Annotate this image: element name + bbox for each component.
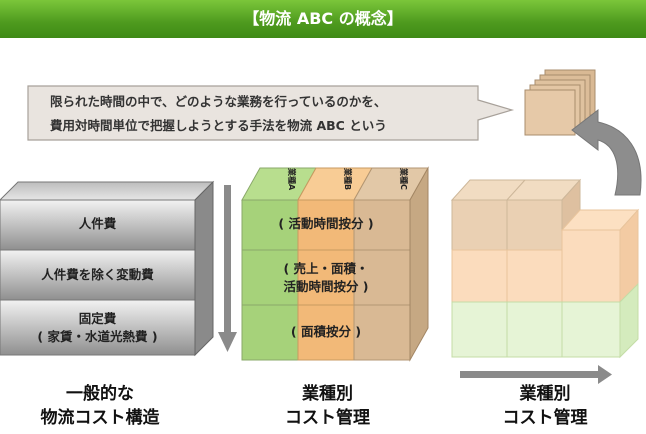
middle-cost-stack bbox=[241, 166, 429, 362]
column-header-c: 業種C bbox=[399, 168, 408, 190]
column-header-b: 業種B bbox=[343, 168, 352, 191]
middle-layer-label-3: ( 面積按分 ) bbox=[290, 324, 362, 339]
column-header-a: 業種A bbox=[287, 168, 296, 191]
bubble-line-1: 限られた時間の中で、どのような業務を行っているのかを、 bbox=[50, 94, 387, 109]
bubble-line-2: 費用対時間単位で把握しようとする手法を物流 ABC という bbox=[50, 118, 387, 133]
right-cost-stack bbox=[450, 178, 640, 359]
left-layer-label-1: 人件費 bbox=[78, 216, 117, 231]
bubble-text: 限られた時間の中で、どのような業務を行っているのかを、 費用対時間単位で把握しよ… bbox=[50, 90, 490, 138]
left-layer-label-2: 人件費を除く変動費 bbox=[41, 267, 154, 282]
middle-caption: 業種別 コスト管理 bbox=[285, 384, 370, 428]
middle-layer-label-1: ( 活動時間按分 ) bbox=[278, 216, 374, 231]
left-cost-stack bbox=[0, 180, 215, 357]
page-title: 【物流 ABC の概念】 bbox=[243, 9, 403, 28]
middle-layer-label-2: ( 売上・面積・ 活動時間按分 ) bbox=[283, 261, 369, 294]
speech-bubble bbox=[27, 85, 515, 141]
right-arrow-icon bbox=[460, 365, 612, 384]
left-caption: 一般的な 物流コスト構造 bbox=[40, 384, 160, 428]
left-layer-label-3: 固定費 ( 家賃・水道光熱費 ) bbox=[37, 311, 158, 344]
down-arrow-icon bbox=[218, 185, 237, 352]
title-banner bbox=[0, 0, 646, 38]
right-caption: 業種別 コスト管理 bbox=[502, 384, 588, 428]
document-stack-icon bbox=[524, 69, 596, 136]
cycle-arrow-icon bbox=[571, 108, 642, 196]
